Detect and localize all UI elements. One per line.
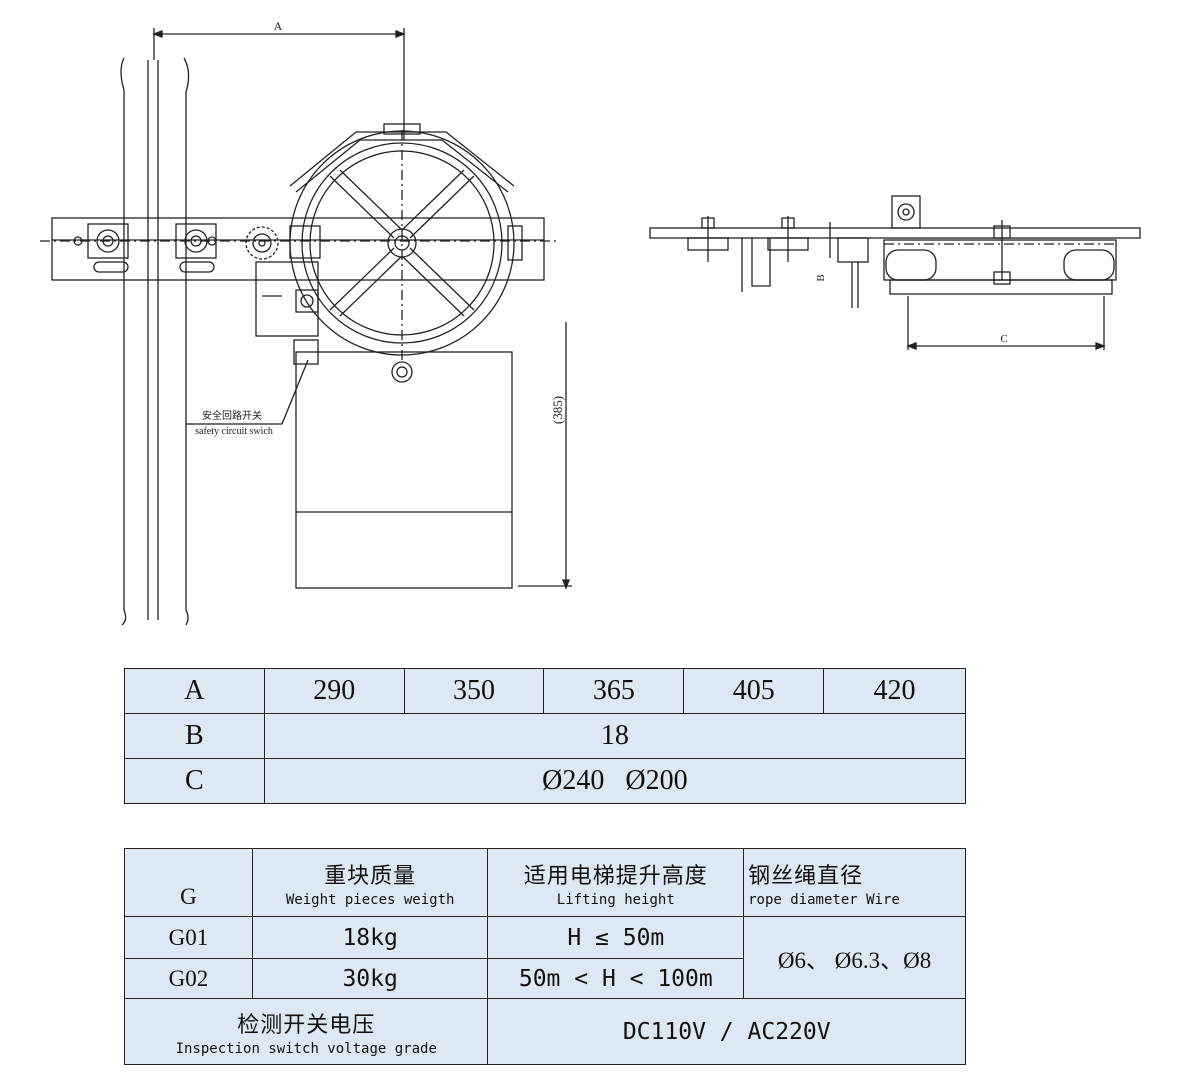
dim-a-label: A	[274, 19, 283, 33]
row-a-label: A	[124, 668, 265, 714]
side-view	[649, 195, 1141, 350]
weight-cell: 30kg	[251, 958, 489, 999]
a-value: 365	[543, 668, 685, 714]
table-row: 检测开关电压 Inspection switch voltage grade D…	[123, 998, 966, 1065]
header-rope-en: rope diameter Wire	[748, 891, 900, 908]
dim-height-label: (385)	[550, 396, 565, 424]
height-cell: H ≤ 50m	[487, 916, 745, 959]
voltage-value-cell: DC110V / AC220V	[487, 998, 966, 1065]
table-row: B 18	[124, 713, 967, 759]
header-weight: 重块质量 Weight pieces weigth	[251, 848, 489, 917]
table-row: A 290 350 365 405 420	[124, 668, 966, 714]
header-g: G	[124, 848, 253, 917]
bolt-assembly-middle	[175, 223, 217, 273]
table-row: G01 18kg H ≤ 50m Ø6、 Ø6.3、Ø8	[124, 916, 966, 999]
switch-leader	[186, 359, 309, 425]
b-value: 18	[263, 713, 967, 759]
model-cell: G02	[124, 958, 253, 999]
row-b-label: B	[124, 713, 265, 759]
header-weight-en: Weight pieces weigth	[285, 891, 455, 908]
table-row: C Ø240 Ø200	[124, 758, 967, 804]
governor-sheave	[289, 130, 515, 362]
c-value: Ø240 Ø200	[263, 758, 967, 804]
dimension-385-line	[518, 322, 572, 590]
dim-b-label: B	[815, 274, 827, 281]
header-lifting-height: 适用电梯提升高度 Lifting height	[487, 848, 745, 917]
technical-drawing: A (385) 安全回路开关 safety circuit swich B C	[40, 19, 1141, 626]
a-value: 405	[683, 668, 825, 714]
header-height-en: Lifting height	[556, 891, 675, 908]
weight-cell: 18kg	[251, 916, 489, 959]
ratchet-gear	[245, 226, 279, 260]
model-cell: G01	[124, 916, 253, 959]
rope-value-cell: Ø6、 Ø6.3、Ø8	[743, 916, 966, 999]
header-weight-zh: 重块质量	[324, 863, 417, 889]
header-rope-zh: 钢丝绳直径	[748, 863, 864, 889]
row-c-label: C	[124, 758, 265, 804]
mounting-bar	[40, 217, 560, 281]
dimension-a-line	[152, 28, 406, 140]
a-value: 350	[403, 668, 545, 714]
guide-rail	[120, 57, 190, 626]
header-height-zh: 适用电梯提升高度	[523, 863, 708, 889]
header-rope-diameter: 钢丝绳直径 rope diameter Wire	[743, 848, 966, 917]
dim-c-label: C	[1000, 333, 1007, 345]
switch-label-zh: 安全回路开关	[202, 409, 262, 422]
dimension-table: A 290 350 365 405 420 B 18 C Ø240 Ø200	[124, 668, 967, 804]
height-cell: 50m < H < 100m	[487, 958, 745, 999]
a-value: 290	[263, 668, 405, 714]
bolt-assembly-left	[73, 223, 129, 273]
a-value: 420	[823, 668, 966, 714]
weight-spec-table: G 重块质量 Weight pieces weigth 适用电梯提升高度 Lif…	[123, 848, 966, 1065]
voltage-label-en: Inspection switch voltage grade	[175, 1040, 437, 1057]
voltage-label-zh: 检测开关电压	[237, 1012, 376, 1038]
weight-box	[295, 351, 513, 589]
switch-label-en: safety circuit swich	[195, 426, 273, 437]
sheave-guard	[289, 123, 515, 193]
voltage-label-cell: 检测开关电压 Inspection switch voltage grade	[123, 998, 489, 1065]
table-header-row: G 重块质量 Weight pieces weigth 适用电梯提升高度 Lif…	[124, 848, 966, 917]
